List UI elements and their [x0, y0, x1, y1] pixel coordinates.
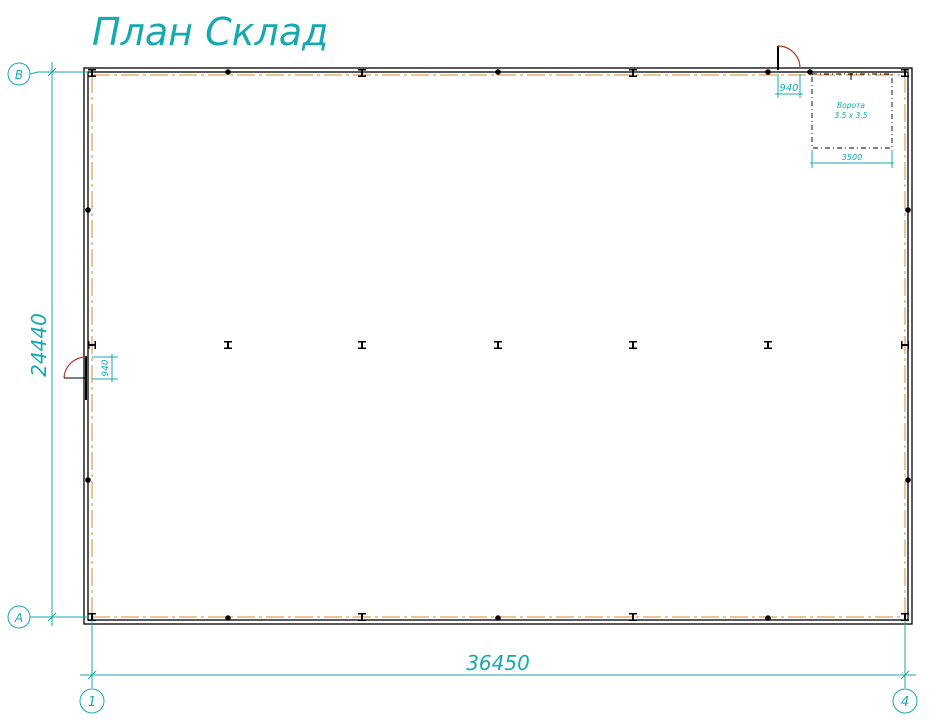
column-round-post	[495, 69, 501, 75]
columns	[85, 69, 911, 621]
column-round-post	[807, 69, 813, 75]
column-round-post	[905, 207, 911, 213]
column-i-beam	[764, 341, 772, 349]
column-round-post	[225, 615, 231, 621]
column-i-beam	[358, 341, 366, 349]
door-left	[63, 356, 87, 400]
axis-bubble-b: В	[7, 62, 39, 86]
dim-door-left: 940	[92, 354, 118, 382]
dim-door-left-label: 940	[101, 359, 111, 376]
gate: Ворота 3.5 х 3.5	[811, 73, 893, 149]
column-round-post	[225, 69, 231, 75]
dim-overall-width-label: 24440	[27, 313, 51, 377]
axis-label-1: 1	[88, 695, 96, 710]
axis-bubble-4: 4	[892, 688, 918, 714]
column-i-beam	[88, 341, 96, 349]
dim-door-top-label: 940	[779, 83, 798, 94]
column-i-beam	[358, 613, 366, 621]
column-round-post	[765, 615, 771, 621]
axis-label-a: А	[14, 611, 23, 625]
dim-gate-width-label: 3500	[842, 153, 862, 162]
column-i-beam	[494, 341, 502, 349]
axis-label-4: 4	[901, 695, 909, 710]
dim-overall-length: 36450	[80, 620, 916, 688]
column-i-beam	[358, 69, 366, 77]
column-i-beam	[629, 613, 637, 621]
dim-gate-width: 3500	[810, 150, 894, 168]
column-round-post	[85, 207, 91, 213]
column-round-post	[85, 477, 91, 483]
dim-door-top: 940	[775, 74, 803, 98]
column-i-beam	[901, 69, 909, 77]
axis-label-b: В	[15, 68, 23, 82]
plan-title: План Склад	[92, 10, 328, 54]
column-i-beam	[88, 613, 96, 621]
axis-bubble-1: 1	[79, 688, 105, 714]
door-top	[777, 45, 801, 70]
column-i-beam	[901, 341, 909, 349]
gate-label-line2: 3.5 х 3.5	[834, 111, 867, 120]
column-round-post	[765, 69, 771, 75]
column-i-beam	[901, 613, 909, 621]
gate-label-line1: Ворота	[837, 101, 865, 110]
column-i-beam	[88, 69, 96, 77]
axis-bubble-a: А	[7, 605, 38, 629]
column-i-beam	[629, 341, 637, 349]
column-round-post	[495, 615, 501, 621]
dim-overall-length-label: 36450	[466, 651, 530, 675]
dim-overall-width: 24440	[27, 62, 88, 626]
column-i-beam	[629, 69, 637, 77]
column-i-beam	[224, 341, 232, 349]
column-round-post	[905, 477, 911, 483]
